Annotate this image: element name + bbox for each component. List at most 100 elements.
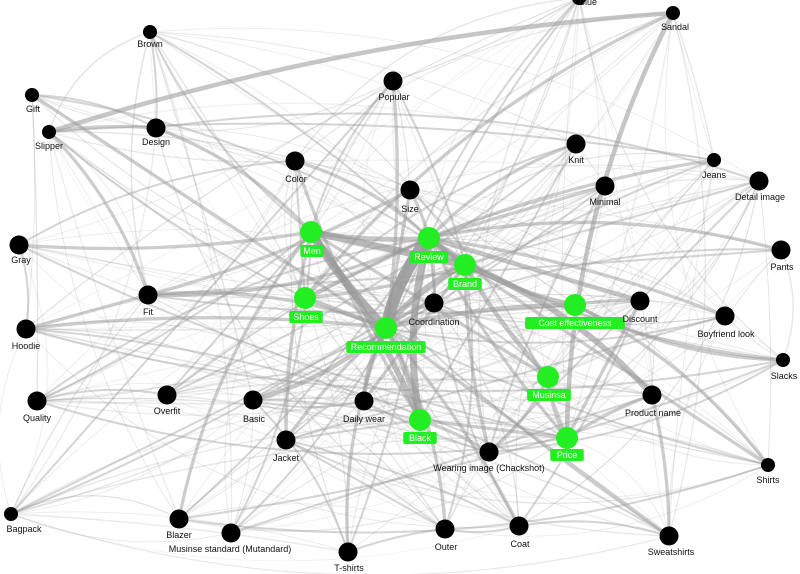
background-edge <box>25 302 435 330</box>
node-quality[interactable] <box>27 391 47 411</box>
node-label-brown: Brown <box>137 39 163 49</box>
node-label-shirts: Shirts <box>756 475 780 485</box>
edge-knit-black <box>418 142 578 422</box>
edge-black-price <box>418 418 569 440</box>
node-wearing-image[interactable] <box>479 442 499 462</box>
node-musinsa[interactable] <box>537 366 559 388</box>
node-slipper[interactable] <box>42 125 56 139</box>
node-design[interactable] <box>146 118 166 138</box>
node-review[interactable] <box>418 227 440 249</box>
background-edge <box>363 400 520 527</box>
background-edge <box>31 94 39 402</box>
node-black[interactable] <box>409 409 431 431</box>
edge-popular-men <box>309 79 395 234</box>
edge-men-design <box>154 126 313 234</box>
edge-discount-price <box>565 299 642 440</box>
node-slacks[interactable] <box>776 353 790 367</box>
background-edge <box>149 31 306 299</box>
background-edge <box>419 376 549 421</box>
node-shirts[interactable] <box>761 458 775 472</box>
node-label-musinse-standard: Musinse standard (Mutandard) <box>169 544 292 554</box>
node-brand[interactable] <box>454 254 476 276</box>
edge-fit-review <box>146 236 431 298</box>
node-label-product-name: Product name <box>625 408 681 418</box>
edge-size-fit <box>146 188 412 297</box>
node-detail-image[interactable] <box>749 171 769 191</box>
node-t-shirts[interactable] <box>338 542 358 562</box>
background-edge <box>10 436 568 515</box>
edge-popular-bagpack <box>9 79 395 516</box>
background-edge <box>385 327 549 378</box>
node-label-color: Color <box>285 174 307 184</box>
background-edge <box>547 180 760 378</box>
background-edge <box>304 12 674 299</box>
node-boyfriend-look[interactable] <box>715 306 735 326</box>
node-musinse-standard[interactable] <box>221 523 241 543</box>
node-coordination[interactable] <box>424 293 444 313</box>
node-coat[interactable] <box>509 516 529 536</box>
background-edge <box>48 131 180 520</box>
node-label-shoes: Shoes <box>293 312 319 322</box>
node-label-t-shirts: T-shirts <box>334 563 364 573</box>
node-bagpack[interactable] <box>4 507 18 521</box>
background-edge <box>166 394 421 426</box>
edge-recommendation-popular <box>384 79 399 330</box>
node-label-black: Black <box>409 433 432 443</box>
background-edge <box>149 27 760 182</box>
background-edge <box>310 0 576 233</box>
node-blue[interactable] <box>572 0 586 5</box>
background-edge <box>310 80 394 233</box>
edge-sandal-slipper <box>46 10 676 135</box>
node-sandal[interactable] <box>666 6 680 20</box>
background-edge <box>363 375 549 402</box>
node-daily-wear[interactable] <box>354 391 374 411</box>
node-product-name[interactable] <box>642 385 662 405</box>
node-men[interactable] <box>300 221 322 243</box>
background-edge <box>36 382 254 402</box>
background-edge <box>149 31 466 266</box>
node-outer[interactable] <box>435 519 455 539</box>
node-blazer[interactable] <box>169 509 189 529</box>
node-label-gift: Gift <box>26 104 41 114</box>
node-color[interactable] <box>285 151 305 171</box>
background-edge <box>166 373 568 439</box>
background-edge <box>515 185 606 527</box>
node-overfit[interactable] <box>157 385 177 405</box>
edge-review-jeans <box>427 158 716 240</box>
background-edge <box>409 189 641 302</box>
background-edge <box>289 160 349 553</box>
background-edge <box>285 0 580 441</box>
node-fit[interactable] <box>138 285 158 305</box>
node-popular[interactable] <box>383 71 403 91</box>
node-shoes[interactable] <box>294 287 316 309</box>
background-edge <box>130 31 151 296</box>
edge-knit-shoes <box>303 142 578 300</box>
background-edge <box>428 237 726 317</box>
node-price[interactable] <box>556 427 578 449</box>
node-pants[interactable] <box>771 240 791 260</box>
edge-jacket-outer <box>284 438 447 531</box>
node-recommendation[interactable] <box>375 317 397 339</box>
background-edge <box>18 80 394 246</box>
background-edge <box>668 159 715 537</box>
node-jacket[interactable] <box>276 430 296 450</box>
edge-shirts-blazer <box>177 463 770 534</box>
node-jeans[interactable] <box>707 153 721 167</box>
node-minimal[interactable] <box>595 176 615 196</box>
node-label-blue: Blue <box>579 0 597 7</box>
node-label-jeans: Jeans <box>702 170 727 180</box>
node-brown[interactable] <box>143 25 157 39</box>
background-edge <box>347 12 674 553</box>
node-label-recommendation: Recommendation <box>351 342 422 352</box>
node-cost-effectiveness[interactable] <box>564 294 586 316</box>
node-hoodie[interactable] <box>16 319 36 339</box>
node-knit[interactable] <box>566 134 586 154</box>
node-size[interactable] <box>400 180 420 200</box>
background-edge <box>310 80 394 233</box>
background-edge <box>10 244 49 515</box>
node-sweatshirts[interactable] <box>659 526 679 546</box>
node-basic[interactable] <box>243 390 263 410</box>
node-discount[interactable] <box>630 291 650 311</box>
node-gift[interactable] <box>25 88 39 102</box>
node-gray[interactable] <box>9 235 29 255</box>
